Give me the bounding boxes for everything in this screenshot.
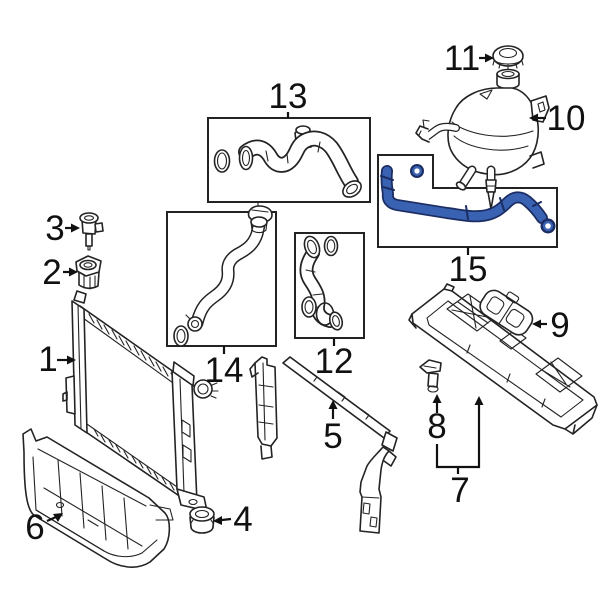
callout-1-label[interactable]: 1 (38, 340, 57, 379)
callout-1[interactable]: 1 (38, 340, 76, 379)
callout-10[interactable]: 10 (529, 99, 585, 138)
air-deflector-drawing (22, 428, 174, 568)
callout-11-label[interactable]: 11 (444, 39, 480, 78)
retainer-clip-drawing (79, 212, 104, 251)
callout-15[interactable]: 15 (449, 250, 488, 289)
retainer-nut-drawing (75, 255, 102, 290)
callout-13[interactable]: 13 (269, 77, 308, 116)
callout-8-label[interactable]: 8 (427, 407, 446, 446)
drain-plug-drawing (189, 506, 215, 534)
clip-8-drawing (419, 359, 442, 393)
callouts: 1 2 3 4 5 6 7 8 (25, 39, 585, 547)
selected-hose-15-drawing[interactable] (380, 164, 556, 234)
radiator-drawing (62, 290, 219, 512)
hose-14-lower-clamp (187, 316, 203, 332)
callout-11[interactable]: 11 (444, 39, 494, 78)
callout-14[interactable]: 14 (205, 351, 244, 390)
cover-drawing (479, 289, 534, 336)
callout-8[interactable]: 8 (427, 394, 447, 446)
callout-13-label[interactable]: 13 (269, 77, 308, 116)
o-ring-12-lower (301, 296, 317, 318)
callout-4-label[interactable]: 4 (233, 500, 252, 539)
callout-2[interactable]: 2 (42, 253, 78, 292)
coolant-reservoir-drawing (415, 68, 550, 210)
radiator-filler-neck (193, 379, 213, 399)
reservoir-mount-arm (415, 125, 430, 143)
callout-14-label[interactable]: 14 (205, 351, 244, 390)
lower-hose-14-drawing (173, 201, 273, 347)
air-baffle-drawing (249, 356, 398, 534)
o-ring-12-upper (323, 235, 339, 257)
callout-2-label[interactable]: 2 (42, 253, 61, 292)
callout-12-label[interactable]: 12 (315, 342, 354, 381)
callout-5[interactable]: 5 (323, 400, 343, 456)
o-ring-14 (173, 325, 189, 347)
callout-12[interactable]: 12 (315, 342, 354, 381)
callout-7[interactable]: 7 (435, 396, 484, 510)
callout-9-label[interactable]: 9 (550, 306, 569, 345)
hose-12-drawing (299, 235, 344, 331)
support-panel-drawing (408, 283, 598, 435)
callout-5-label[interactable]: 5 (323, 417, 342, 456)
callout-6[interactable]: 6 (25, 508, 63, 547)
radiator-top-bracket (73, 290, 87, 304)
callout-3-label[interactable]: 3 (45, 209, 64, 248)
callout-4[interactable]: 4 (213, 500, 253, 539)
reservoir-cap-drawing (492, 45, 524, 70)
callout-15-label[interactable]: 15 (449, 250, 488, 289)
callout-6-label[interactable]: 6 (25, 508, 44, 547)
callout-7-label[interactable]: 7 (450, 471, 469, 510)
callout-9[interactable]: 9 (532, 306, 570, 345)
callout-3[interactable]: 3 (45, 209, 80, 248)
callout-10-label[interactable]: 10 (547, 99, 586, 138)
hose-box-15 (377, 154, 558, 255)
upper-hose-13-drawing (213, 125, 362, 198)
